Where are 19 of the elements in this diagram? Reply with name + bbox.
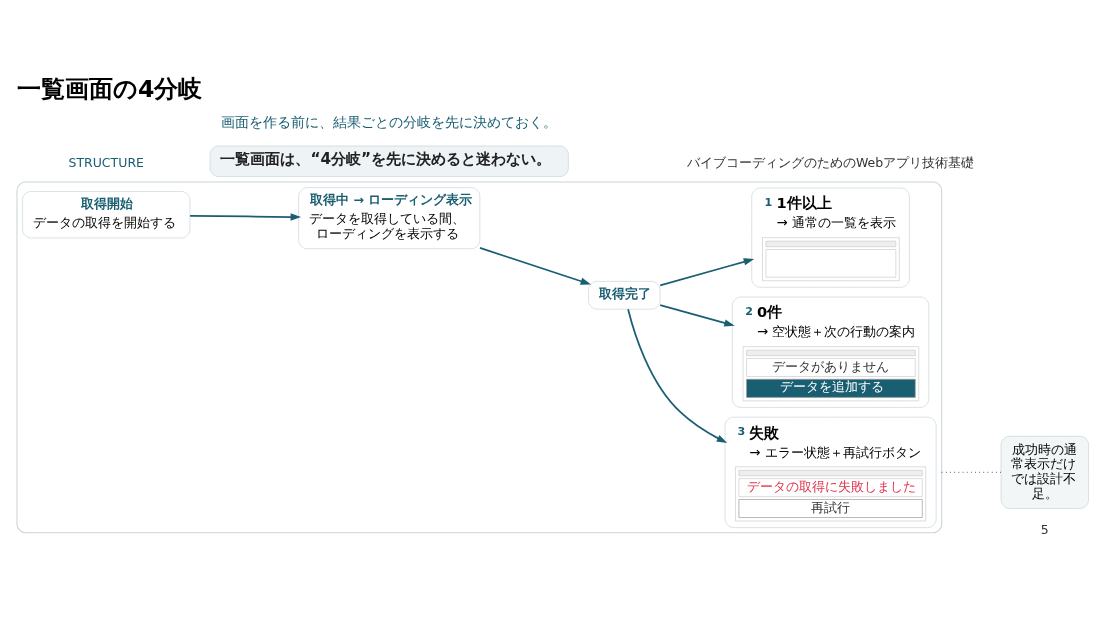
node-box: 一覧画面は、“4分岐”を先に決めると迷わない。 bbox=[209, 145, 569, 177]
node-box: 成功時の通常表示だけでは設計不足。 bbox=[1000, 435, 1089, 509]
node-box: 取得開始 データの取得を開始する bbox=[22, 191, 191, 239]
arrow bbox=[659, 304, 735, 327]
label: STRUCTURE bbox=[68, 155, 144, 171]
arrow bbox=[659, 258, 755, 287]
node-box: 2 0件 → 空状態＋次の行動の案内 データがありません データを追加する bbox=[731, 296, 930, 408]
node-box: 取得完了 bbox=[588, 281, 661, 310]
label: 5 bbox=[1040, 521, 1049, 537]
arrow bbox=[189, 213, 302, 221]
arrow bbox=[479, 247, 591, 285]
node-box: 取得中 → ローディング表示 データを取得している間、ローディングを表示する bbox=[298, 187, 481, 250]
node-box: 3 失敗 → エラー状態＋再試行ボタン データの取得に失敗しました 再試行 bbox=[724, 416, 937, 528]
label: バイブコーディングのためのWebアプリ技術基礎 bbox=[686, 155, 975, 171]
diagram-title: 一覧画面の4分岐 bbox=[16, 74, 203, 103]
label: 画面を作る前に、結果ごとの分岐を先に決めておく。 bbox=[221, 114, 558, 131]
node-box: 1 1件以上 → 通常の一覧を表示 bbox=[751, 187, 910, 288]
arrow bbox=[627, 308, 728, 443]
cluster bbox=[16, 181, 943, 534]
